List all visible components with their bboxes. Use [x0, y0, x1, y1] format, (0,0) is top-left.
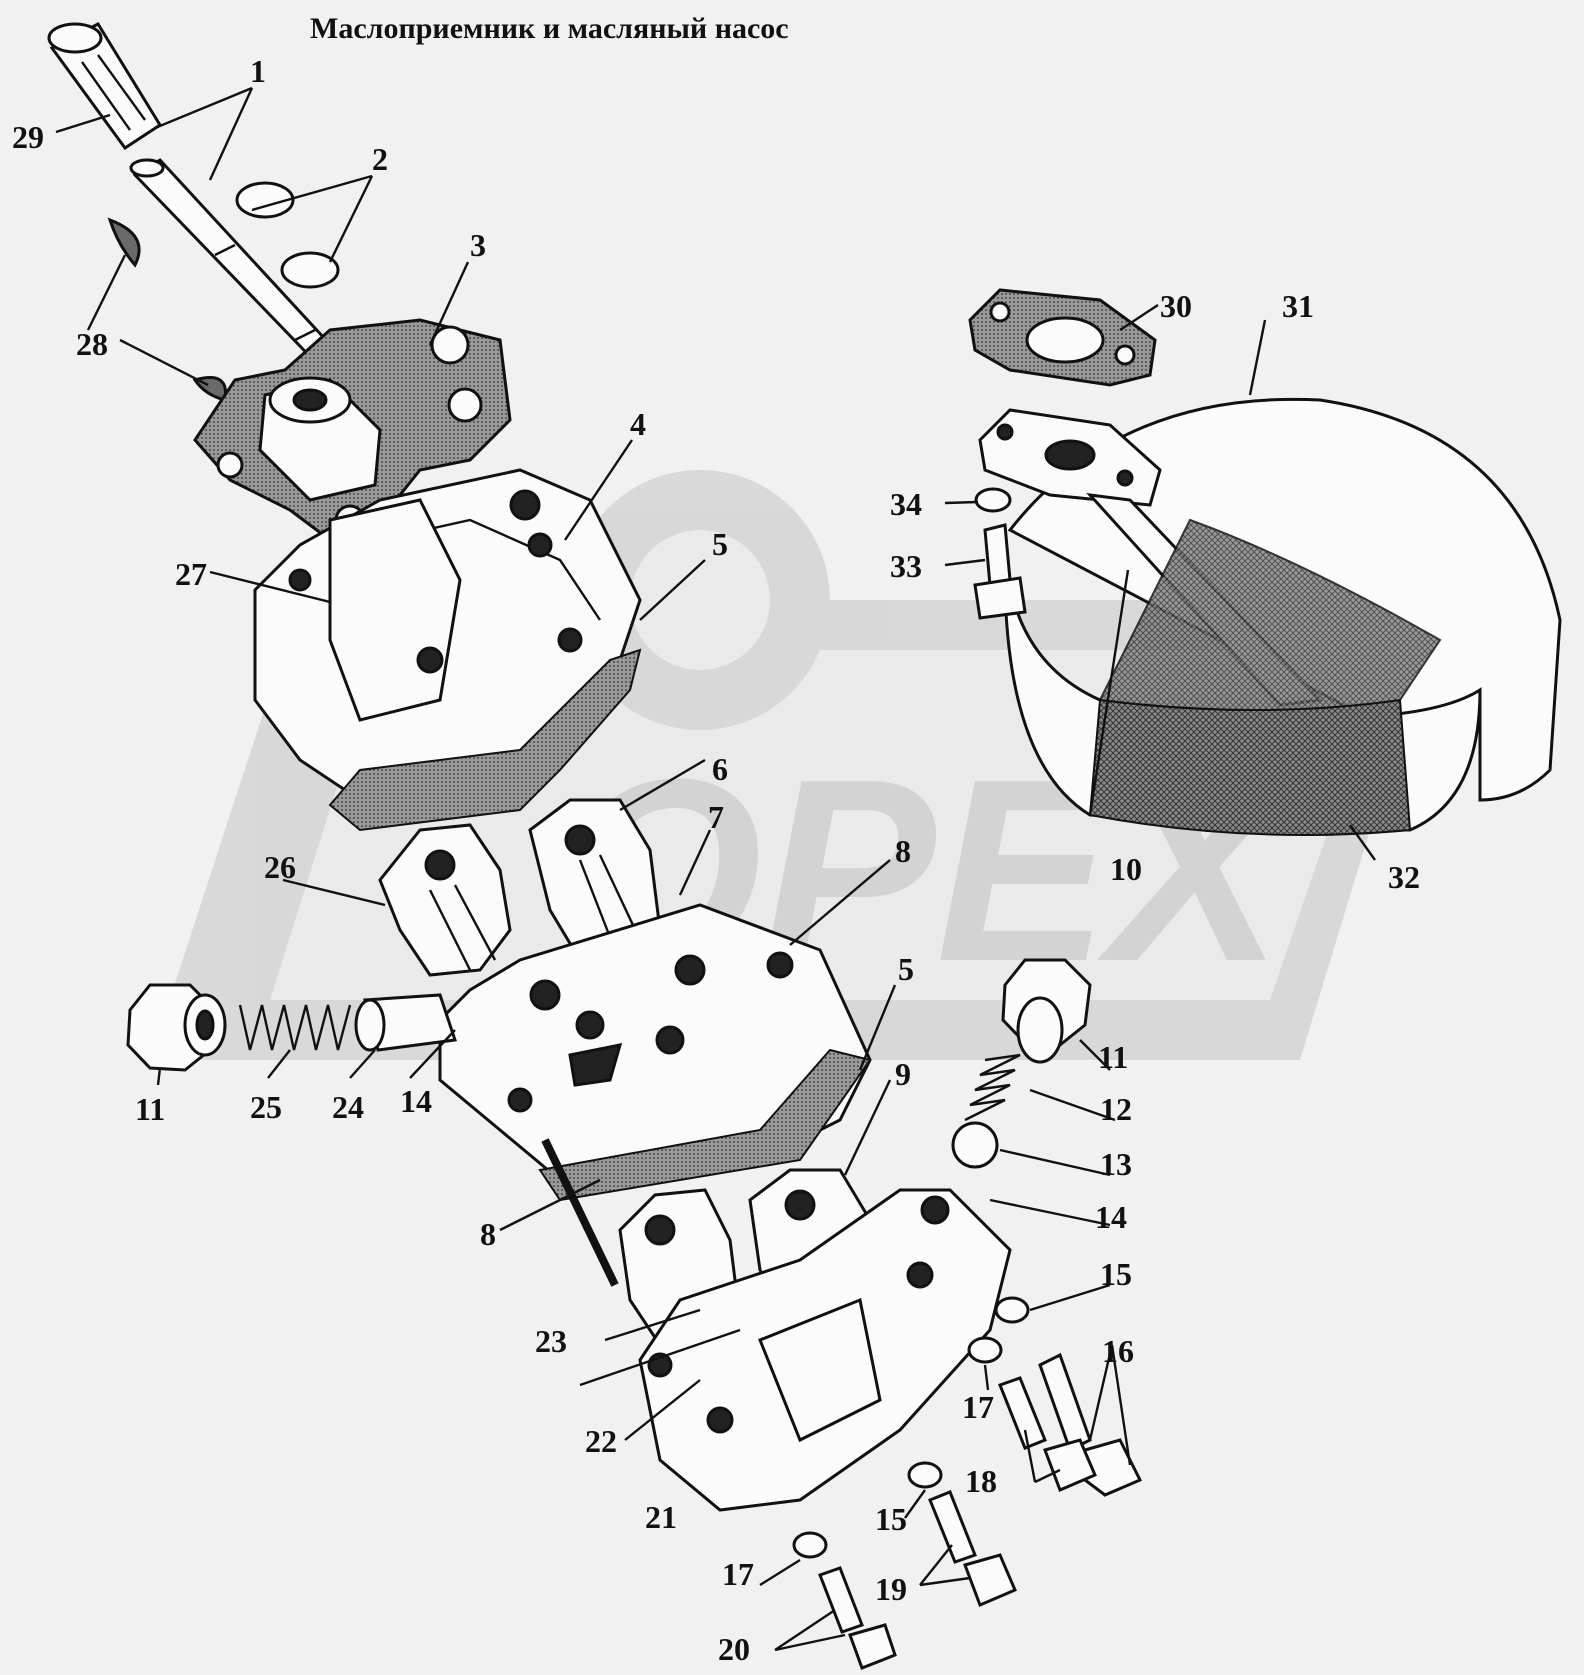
- relief-valve-ball: [951, 1121, 999, 1169]
- lock-washer-34: [974, 487, 1012, 513]
- callout-34: 34: [890, 486, 922, 522]
- callout-7: 7: [708, 799, 724, 835]
- diagram-title: Маслоприемник и масляный насос: [310, 12, 789, 45]
- pump-body: [253, 468, 642, 802]
- callout-2: 2: [372, 141, 388, 177]
- callout-5-lower: 5: [898, 951, 914, 987]
- callout-17-upper: 17: [962, 1389, 994, 1425]
- callout-24: 24: [332, 1089, 364, 1125]
- housing-bolt-33: [973, 523, 1027, 620]
- callout-16: 16: [1102, 1333, 1134, 1369]
- drive-gear-upper: [378, 823, 512, 977]
- pump-cover: [638, 1188, 1012, 1512]
- relief-valve-plug-left: [126, 983, 227, 1072]
- callout-30: 30: [1160, 288, 1192, 324]
- callout-labels: 1 2 3 4 5 5 6 7 8 8 9 10 11 11 12 13 14 …: [12, 53, 1420, 1667]
- callout-10: 10: [1110, 851, 1142, 887]
- lock-washer-17-upper: [967, 1336, 1003, 1364]
- callout-1: 1: [250, 53, 266, 89]
- bolt-18: [998, 1376, 1097, 1492]
- callout-31: 31: [1282, 288, 1314, 324]
- callout-14-left: 14: [400, 1083, 432, 1119]
- callout-4: 4: [630, 406, 646, 442]
- callout-9: 9: [895, 1056, 911, 1092]
- shaft-bushing: [258, 376, 382, 502]
- callout-26: 26: [264, 849, 296, 885]
- callout-15-lower: 15: [875, 1501, 907, 1537]
- shaft-ring-lower: [280, 251, 340, 289]
- callout-15-upper: 15: [1100, 1256, 1132, 1292]
- callout-8-upper: 8: [895, 833, 911, 869]
- relief-valve-spring-left: [238, 1004, 352, 1051]
- callout-20: 20: [718, 1631, 750, 1667]
- callout-23: 23: [535, 1323, 567, 1359]
- lock-washer-15-lower: [907, 1461, 943, 1489]
- callout-17-lower: 17: [722, 1556, 754, 1592]
- callout-3: 3: [470, 227, 486, 263]
- shaft-ring-upper: [235, 181, 295, 219]
- callout-33: 33: [890, 548, 922, 584]
- callout-25: 25: [250, 1089, 282, 1125]
- callout-21: 21: [645, 1499, 677, 1535]
- pump-middle-plate: [438, 903, 872, 1182]
- callout-28: 28: [76, 326, 108, 362]
- intake-flange-gasket: [968, 288, 1157, 387]
- lock-washer-15-upper: [994, 1296, 1030, 1324]
- dowel-pin: [541, 1138, 619, 1287]
- callout-19: 19: [875, 1571, 907, 1607]
- relief-valve-plunger-left: [354, 993, 457, 1052]
- callout-32: 32: [1388, 859, 1420, 895]
- relief-valve-plug-right: [1001, 958, 1092, 1064]
- callout-13: 13: [1100, 1146, 1132, 1182]
- callout-27: 27: [175, 556, 207, 592]
- woodruff-key-upper: [107, 217, 141, 268]
- oil-intake-screen: [1003, 518, 1482, 836]
- callout-8-lower: 8: [480, 1216, 496, 1252]
- pump-gasket-middle: [328, 648, 642, 832]
- callout-5-upper: 5: [712, 526, 728, 562]
- bolt-19: [928, 1490, 1017, 1607]
- callout-11-left: 11: [135, 1091, 165, 1127]
- callout-22: 22: [585, 1423, 617, 1459]
- bolt-20: [818, 1566, 897, 1670]
- callout-12: 12: [1100, 1091, 1132, 1127]
- callout-18: 18: [965, 1463, 997, 1499]
- callout-11-right: 11: [1098, 1039, 1128, 1075]
- leader-lines: [55, 86, 1376, 1652]
- relief-valve-spring-right: [964, 1053, 1021, 1122]
- callout-29: 29: [12, 119, 44, 155]
- lock-washer-17-lower: [792, 1531, 828, 1559]
- callout-6: 6: [712, 751, 728, 787]
- callout-14-right: 14: [1095, 1199, 1127, 1235]
